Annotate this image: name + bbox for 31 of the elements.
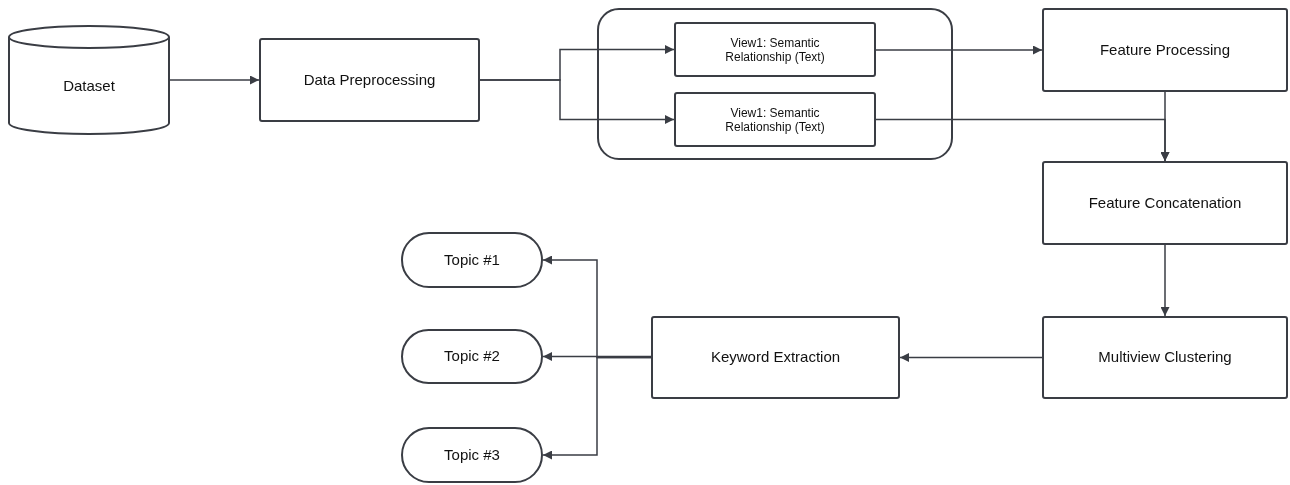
node-label: Feature Processing: [1098, 39, 1232, 60]
terminal-pill: [401, 232, 543, 288]
node-label: Topic #1: [443, 249, 501, 270]
arrow: [542, 352, 652, 361]
terminal-pill: [401, 329, 543, 384]
arrow: [169, 75, 260, 85]
node-label: View1: Semantic Relationship (Text): [724, 35, 826, 64]
process-box: [674, 92, 876, 147]
node-label: Feature Concatenation: [1087, 192, 1243, 213]
arrow: [875, 45, 1043, 55]
node-label: Topic #2: [443, 346, 501, 367]
process-box: [1042, 161, 1288, 245]
terminal-pill: [401, 427, 543, 483]
node-label: Multiview Clustering: [1097, 347, 1233, 368]
process-box: [259, 38, 480, 122]
node-label: Topic #3: [443, 444, 501, 465]
arrow: [1160, 91, 1170, 162]
node-label: Keyword Extraction: [709, 347, 842, 368]
process-box: [674, 22, 876, 77]
process-box: [1042, 8, 1288, 92]
node-label: Dataset: [62, 75, 116, 96]
arrow: [899, 353, 1043, 362]
arrow: [1160, 244, 1170, 317]
group-container: [597, 8, 953, 160]
node-label: View1: Semantic Relationship (Text): [724, 105, 826, 134]
arrow: [479, 79, 675, 124]
process-box: [651, 316, 900, 399]
database-cylinder: [8, 25, 170, 135]
process-box: [1042, 316, 1288, 399]
arrow: [542, 356, 652, 460]
node-label: Data Preprocessing: [302, 69, 437, 90]
